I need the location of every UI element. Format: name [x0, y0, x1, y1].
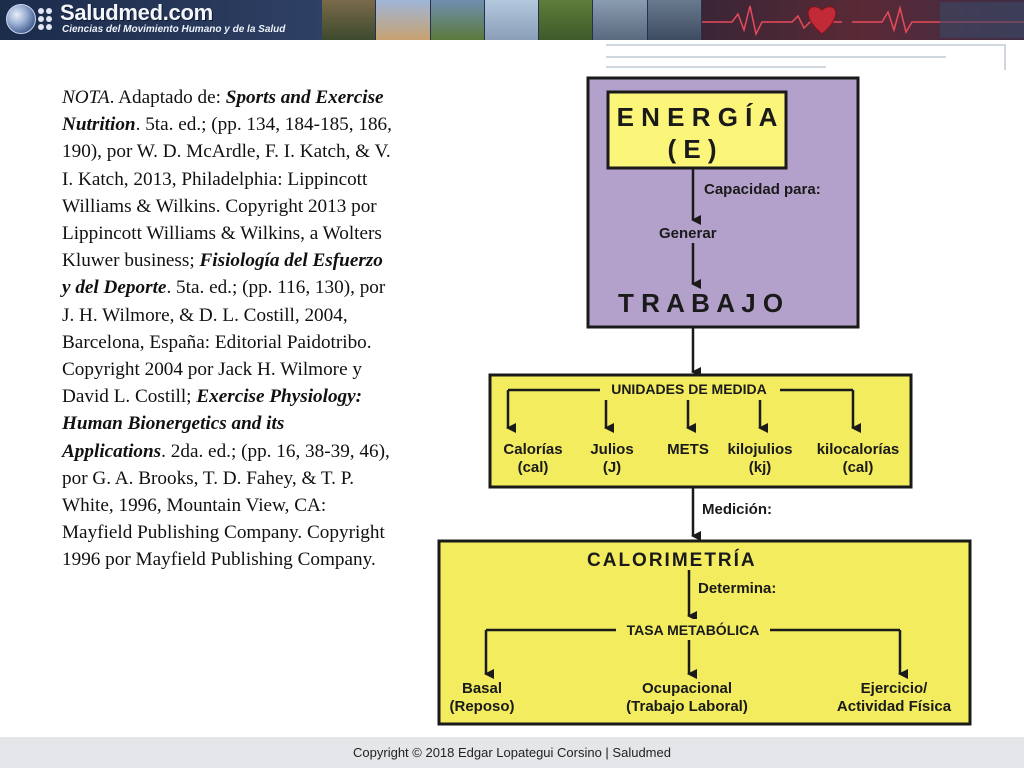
- ecg-heart-icon: [702, 2, 1024, 38]
- tasa-label: TASA METABÓLICA: [627, 621, 760, 638]
- photo-stretching: [593, 0, 648, 40]
- unit-kilojulios: kilojulios: [727, 441, 792, 458]
- outcome-ocupacional-sub: (Trabajo Laboral): [626, 698, 748, 715]
- note-text: . 5ta. ed.; (pp. 134, 184-185, 186, 190)…: [62, 114, 392, 272]
- banner-photo-strip: [322, 0, 702, 40]
- energia-label: E N E R G Í A: [617, 102, 778, 132]
- unit-mets: METS: [667, 441, 709, 458]
- unit-julios: Julios: [590, 441, 633, 458]
- photo-cyclist: [322, 0, 377, 40]
- banner-ecg-heart: [702, 0, 1024, 40]
- decor-line: [606, 66, 826, 68]
- copyright-text: Copyright © 2018 Edgar Lopategui Corsino…: [353, 745, 671, 760]
- site-name: Saludmed.com: [60, 0, 213, 25]
- unit-kilocalorias: kilocalorías: [817, 441, 900, 458]
- unidades-label: UNIDADES DE MEDIDA: [611, 381, 767, 397]
- site-banner: Saludmed.com Ciencias del Movimiento Hum…: [0, 0, 1024, 40]
- footer-bar: Copyright © 2018 Edgar Lopategui Corsino…: [0, 737, 1024, 768]
- unit-calorias-abbr: (cal): [518, 459, 549, 476]
- energy-concept-diagram: E N E R G Í A ( E ) Capacidad para: Gene…: [437, 76, 972, 726]
- note-text: . Adaptado de:: [109, 87, 226, 108]
- decor-line: [606, 56, 946, 58]
- energy-title-box: [606, 90, 788, 170]
- site-tagline: Ciencias del Movimiento Humano y de la S…: [62, 24, 286, 35]
- logo-dots-icon: [38, 6, 58, 32]
- unit-calorias: Calorías: [503, 441, 562, 458]
- trabajo-label: T R A B A J O: [618, 288, 783, 318]
- outcome-basal-sub: (Reposo): [450, 698, 515, 715]
- outcome-basal: Basal: [462, 680, 502, 697]
- note-text: . 2da. ed.; (pp. 16, 38-39, 46), por G. …: [62, 440, 390, 571]
- medicion-label: Medición:: [702, 501, 772, 518]
- outcome-ejercicio-sub: Actividad Física: [837, 698, 952, 715]
- decor-line: [1004, 44, 1006, 70]
- globe-logo-icon: [6, 4, 36, 34]
- outcome-ocupacional: Ocupacional: [642, 680, 732, 697]
- units-label-bg: [600, 379, 780, 399]
- book-title: Exercise Physiology: Human Bionergetics …: [62, 386, 363, 462]
- capacidad-label: Capacidad para:: [704, 181, 821, 198]
- book-title: Fisiología del Esfuerzo y del Deporte: [62, 250, 383, 299]
- photo-athletes: [647, 0, 702, 40]
- unit-kilocalorias-abbr: (cal): [843, 459, 874, 476]
- photo-climber: [376, 0, 431, 40]
- note-label: NOTA: [62, 87, 110, 108]
- energia-e-label: ( E ): [667, 134, 716, 164]
- generar-label: Generar: [659, 225, 717, 242]
- reference-note: NOTA. Adaptado de: Sports and Exercise N…: [62, 84, 392, 574]
- note-text: . 5ta. ed.; (pp. 116, 130), por J. H. Wi…: [62, 277, 386, 408]
- tasa-label-bg: [616, 619, 770, 639]
- calorimetria-label: CALORIMETRÍA: [587, 549, 757, 571]
- outcome-ejercicio: Ejercicio/: [861, 680, 929, 697]
- book-title: Sports and Exercise Nutrition: [62, 87, 384, 136]
- decor-line: [606, 44, 1006, 46]
- photo-runner: [539, 0, 594, 40]
- unit-julios-abbr: (J): [603, 459, 621, 476]
- unit-kilojulios-abbr: (kj): [749, 459, 772, 476]
- photo-runners: [430, 0, 485, 40]
- photo-jumper: [484, 0, 540, 40]
- determina-label: Determina:: [698, 580, 776, 597]
